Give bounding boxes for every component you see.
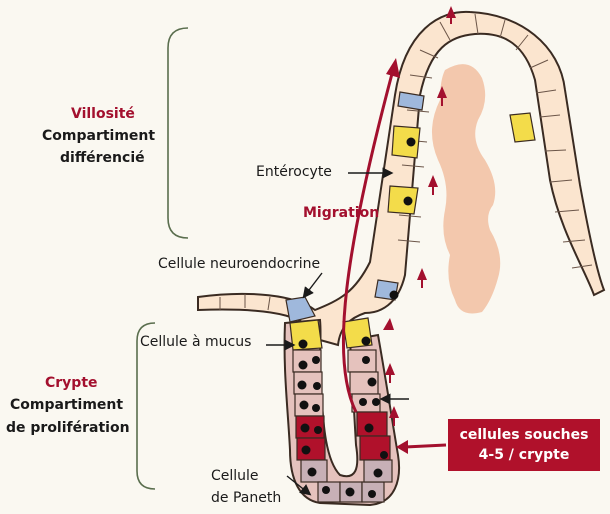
crypt-title: Crypte: [45, 375, 98, 391]
crypt-line1: Compartiment: [10, 397, 124, 413]
neuroendocrine-pointer: [302, 272, 323, 299]
migration-small-arrows: [383, 6, 456, 426]
paneth-label-line2: de Paneth: [211, 490, 282, 506]
crypt-bracket: [136, 322, 156, 490]
villus-line2: différencié: [60, 150, 145, 166]
neuroendocrine-label: Cellule neuroendocrine: [158, 256, 321, 272]
villus-bracket: [167, 27, 189, 239]
paneth-pointer: [286, 475, 312, 496]
villus-mucus-cell: [509, 112, 536, 143]
villus-epithelium: [197, 10, 606, 347]
stem-cell-arrow: [404, 443, 447, 449]
villus-neuroendocrine-cell: [397, 91, 425, 111]
migration-arrow: [341, 69, 395, 413]
paneth-label-line1: Cellule: [211, 468, 259, 484]
enterocyte-label: Entérocyte: [256, 164, 332, 180]
stem-cells-line1: cellules souches: [459, 427, 589, 443]
villus-title: Villosité: [71, 106, 135, 122]
villus-mucus-cell: [391, 125, 421, 159]
lamina-propria: [431, 64, 501, 314]
villus-mucus-cell: [387, 185, 419, 215]
mucus-label: Cellule à mucus: [140, 334, 252, 350]
stem-cells-box: cellules souches 4-5 / crypte: [448, 419, 600, 471]
crypt-nuclei: [297, 356, 388, 498]
crypt-stem-cells: [295, 411, 391, 461]
crypt-neuroendocrine-cell: [285, 296, 316, 323]
migration-label: Migration: [303, 205, 380, 221]
villus-line1: Compartiment: [42, 128, 156, 144]
crypt-line2: de prolifération: [6, 420, 130, 436]
stem-cells-line2: 4-5 / crypte: [478, 447, 570, 463]
